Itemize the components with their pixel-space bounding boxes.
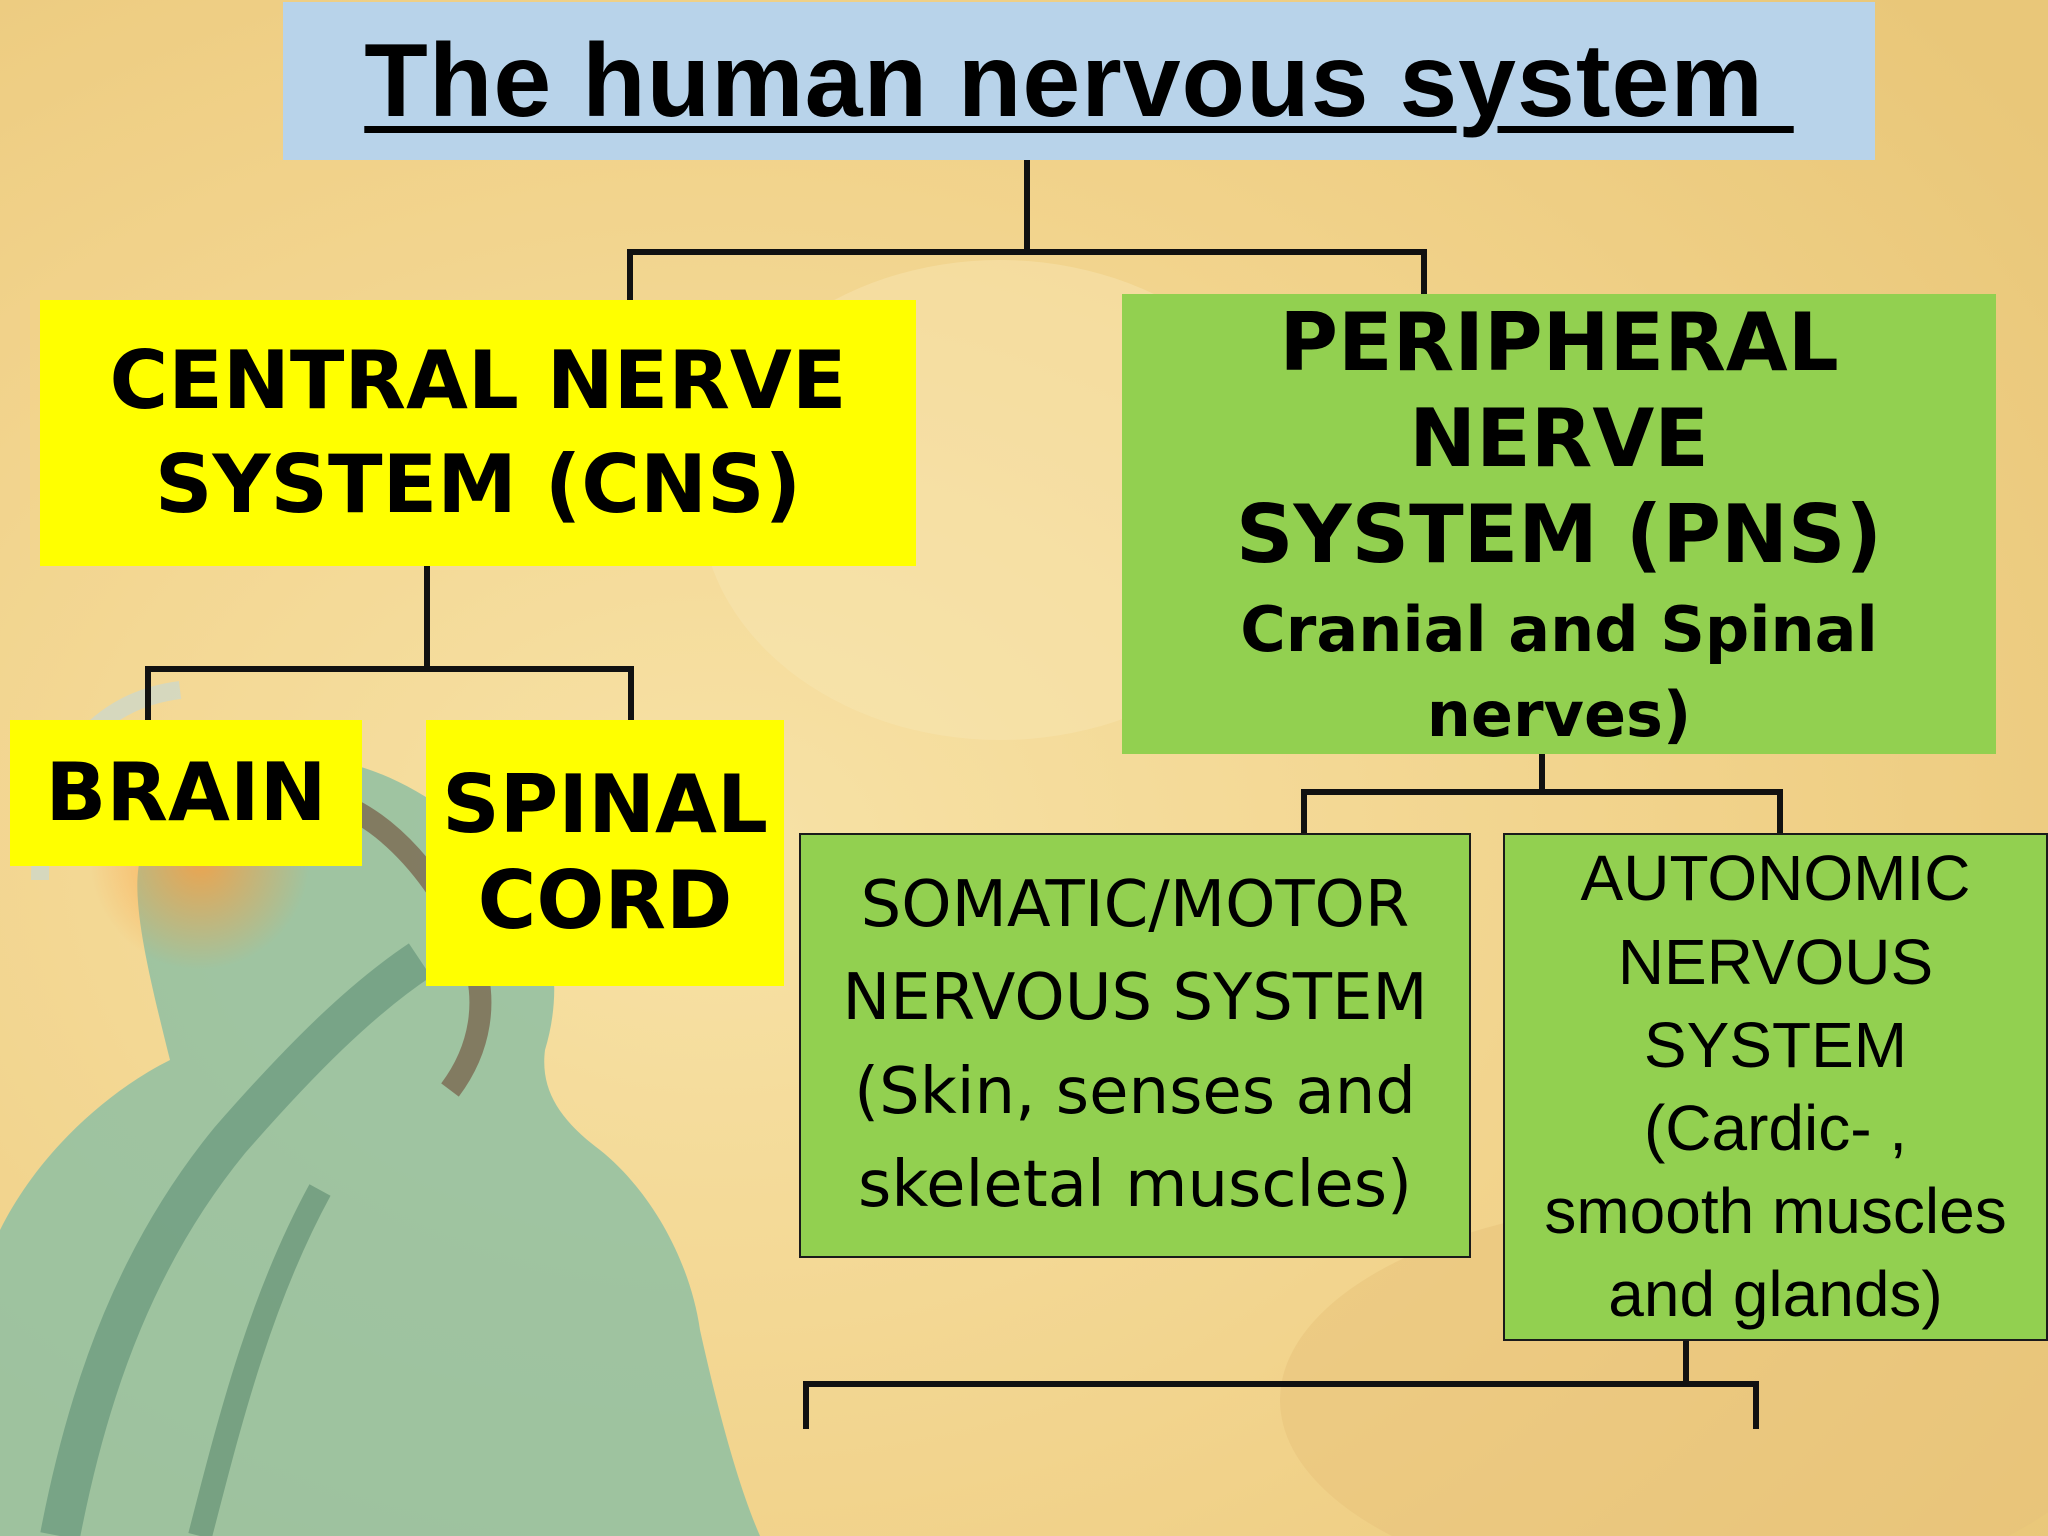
brain-label: BRAIN <box>45 746 327 839</box>
autonomic-label-line6: and glands) <box>1608 1258 1943 1331</box>
pns-label-line3: Cranial and Spinal <box>1240 592 1878 666</box>
autonomic-label-line3: SYSTEM <box>1643 1008 1908 1081</box>
autonomic-label-line5: smooth muscles <box>1544 1175 2007 1248</box>
somatic-node: SOMATIC/MOTOR NERVOUS SYSTEM (Skin, sens… <box>799 833 1471 1258</box>
brain-node: BRAIN <box>10 720 362 866</box>
autonomic-label-line2: NERVOUS <box>1617 925 1934 998</box>
page-title: The human nervous system <box>364 22 1794 139</box>
autonomic-node: AUTONOMIC NERVOUS SYSTEM (Cardic- , smoo… <box>1503 833 2048 1341</box>
cns-label-line1: CENTRAL NERVE <box>109 334 847 427</box>
somatic-label-line4: skeletal muscles) <box>858 1147 1412 1222</box>
somatic-label-line3: (Skin, senses and <box>854 1054 1416 1129</box>
pns-label-line4: nerves) <box>1426 678 1692 751</box>
pns-label-line1: PERIPHERAL NERVE <box>1279 295 1839 485</box>
pns-label-line2: SYSTEM (PNS) <box>1235 487 1883 581</box>
autonomic-label-line1: AUTONOMIC <box>1580 842 1971 915</box>
spinal-cord-node: SPINAL CORD <box>426 720 784 986</box>
spinal-cord-label-line2: CORD <box>477 854 733 947</box>
title-banner: The human nervous system <box>283 2 1875 160</box>
somatic-label-line1: SOMATIC/MOTOR <box>860 867 1410 942</box>
autonomic-label-line4: (Cardic- , <box>1643 1092 1908 1164</box>
cns-label-line2: SYSTEM (CNS) <box>154 438 802 531</box>
somatic-label-line2: NERVOUS SYSTEM <box>842 961 1428 1036</box>
cns-node: CENTRAL NERVE SYSTEM (CNS) <box>40 300 916 566</box>
pns-node: PERIPHERAL NERVE SYSTEM (PNS) Cranial an… <box>1122 294 1996 754</box>
spinal-cord-label-line1: SPINAL <box>442 758 768 851</box>
